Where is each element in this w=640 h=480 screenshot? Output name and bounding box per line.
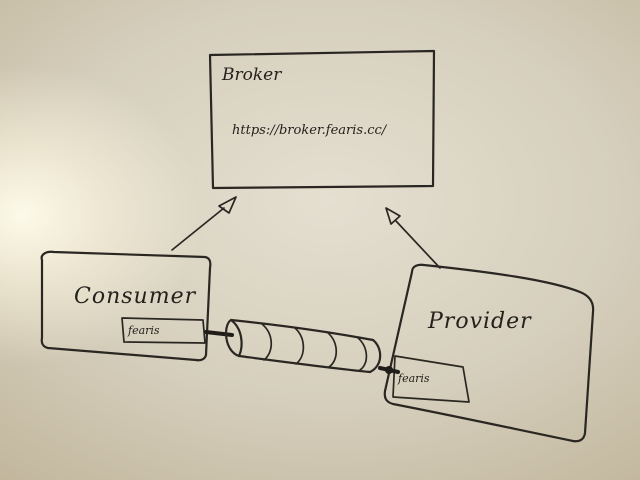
- consumer-box: [40, 250, 212, 362]
- provider-to-broker-arrow: [385, 207, 441, 269]
- provider-fearis-box: [392, 355, 470, 403]
- provider-arrow-line: [395, 220, 441, 269]
- consumer-arrowhead: [218, 196, 237, 214]
- broker-title: Broker: [221, 65, 282, 85]
- consumer-fearis-box: [121, 317, 206, 344]
- provider-fearis-label: fearis: [397, 372, 430, 385]
- provider-arrowhead: [385, 207, 401, 225]
- pipe-ring-2: [294, 327, 305, 365]
- pipe-right-end: [368, 338, 382, 374]
- connection-pipe: [204, 318, 400, 374]
- provider-box: [383, 263, 595, 443]
- consumer-title: Consumer: [74, 284, 197, 309]
- pipe-left-end: [224, 318, 243, 358]
- pipe-connector-dot: [385, 366, 393, 374]
- provider-title: Provider: [427, 309, 532, 334]
- broker-box: [208, 49, 436, 190]
- consumer-node: Consumer fearis: [40, 250, 212, 362]
- provider-node: Provider fearis: [383, 263, 595, 443]
- broker-url: https://broker.fearis.cc/: [232, 123, 388, 138]
- broker-node: Broker https://broker.fearis.cc/: [208, 49, 436, 190]
- pipe-ring-4: [356, 336, 368, 371]
- pipe-ring-3: [326, 331, 338, 368]
- pipe-bottom-edge: [237, 354, 372, 374]
- consumer-fearis-label: fearis: [127, 324, 160, 337]
- pipe-ring-1: [261, 323, 273, 361]
- consumer-to-broker-arrow: [171, 196, 237, 251]
- consumer-arrow-line: [171, 207, 225, 251]
- pipe-consumer-stub: [204, 330, 234, 337]
